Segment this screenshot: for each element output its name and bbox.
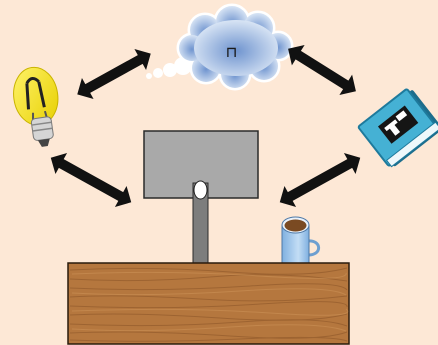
desk-icon: [68, 263, 349, 344]
cloud-glyph: ㄇ: [226, 46, 237, 59]
monitor-stand-hole: [194, 181, 207, 199]
